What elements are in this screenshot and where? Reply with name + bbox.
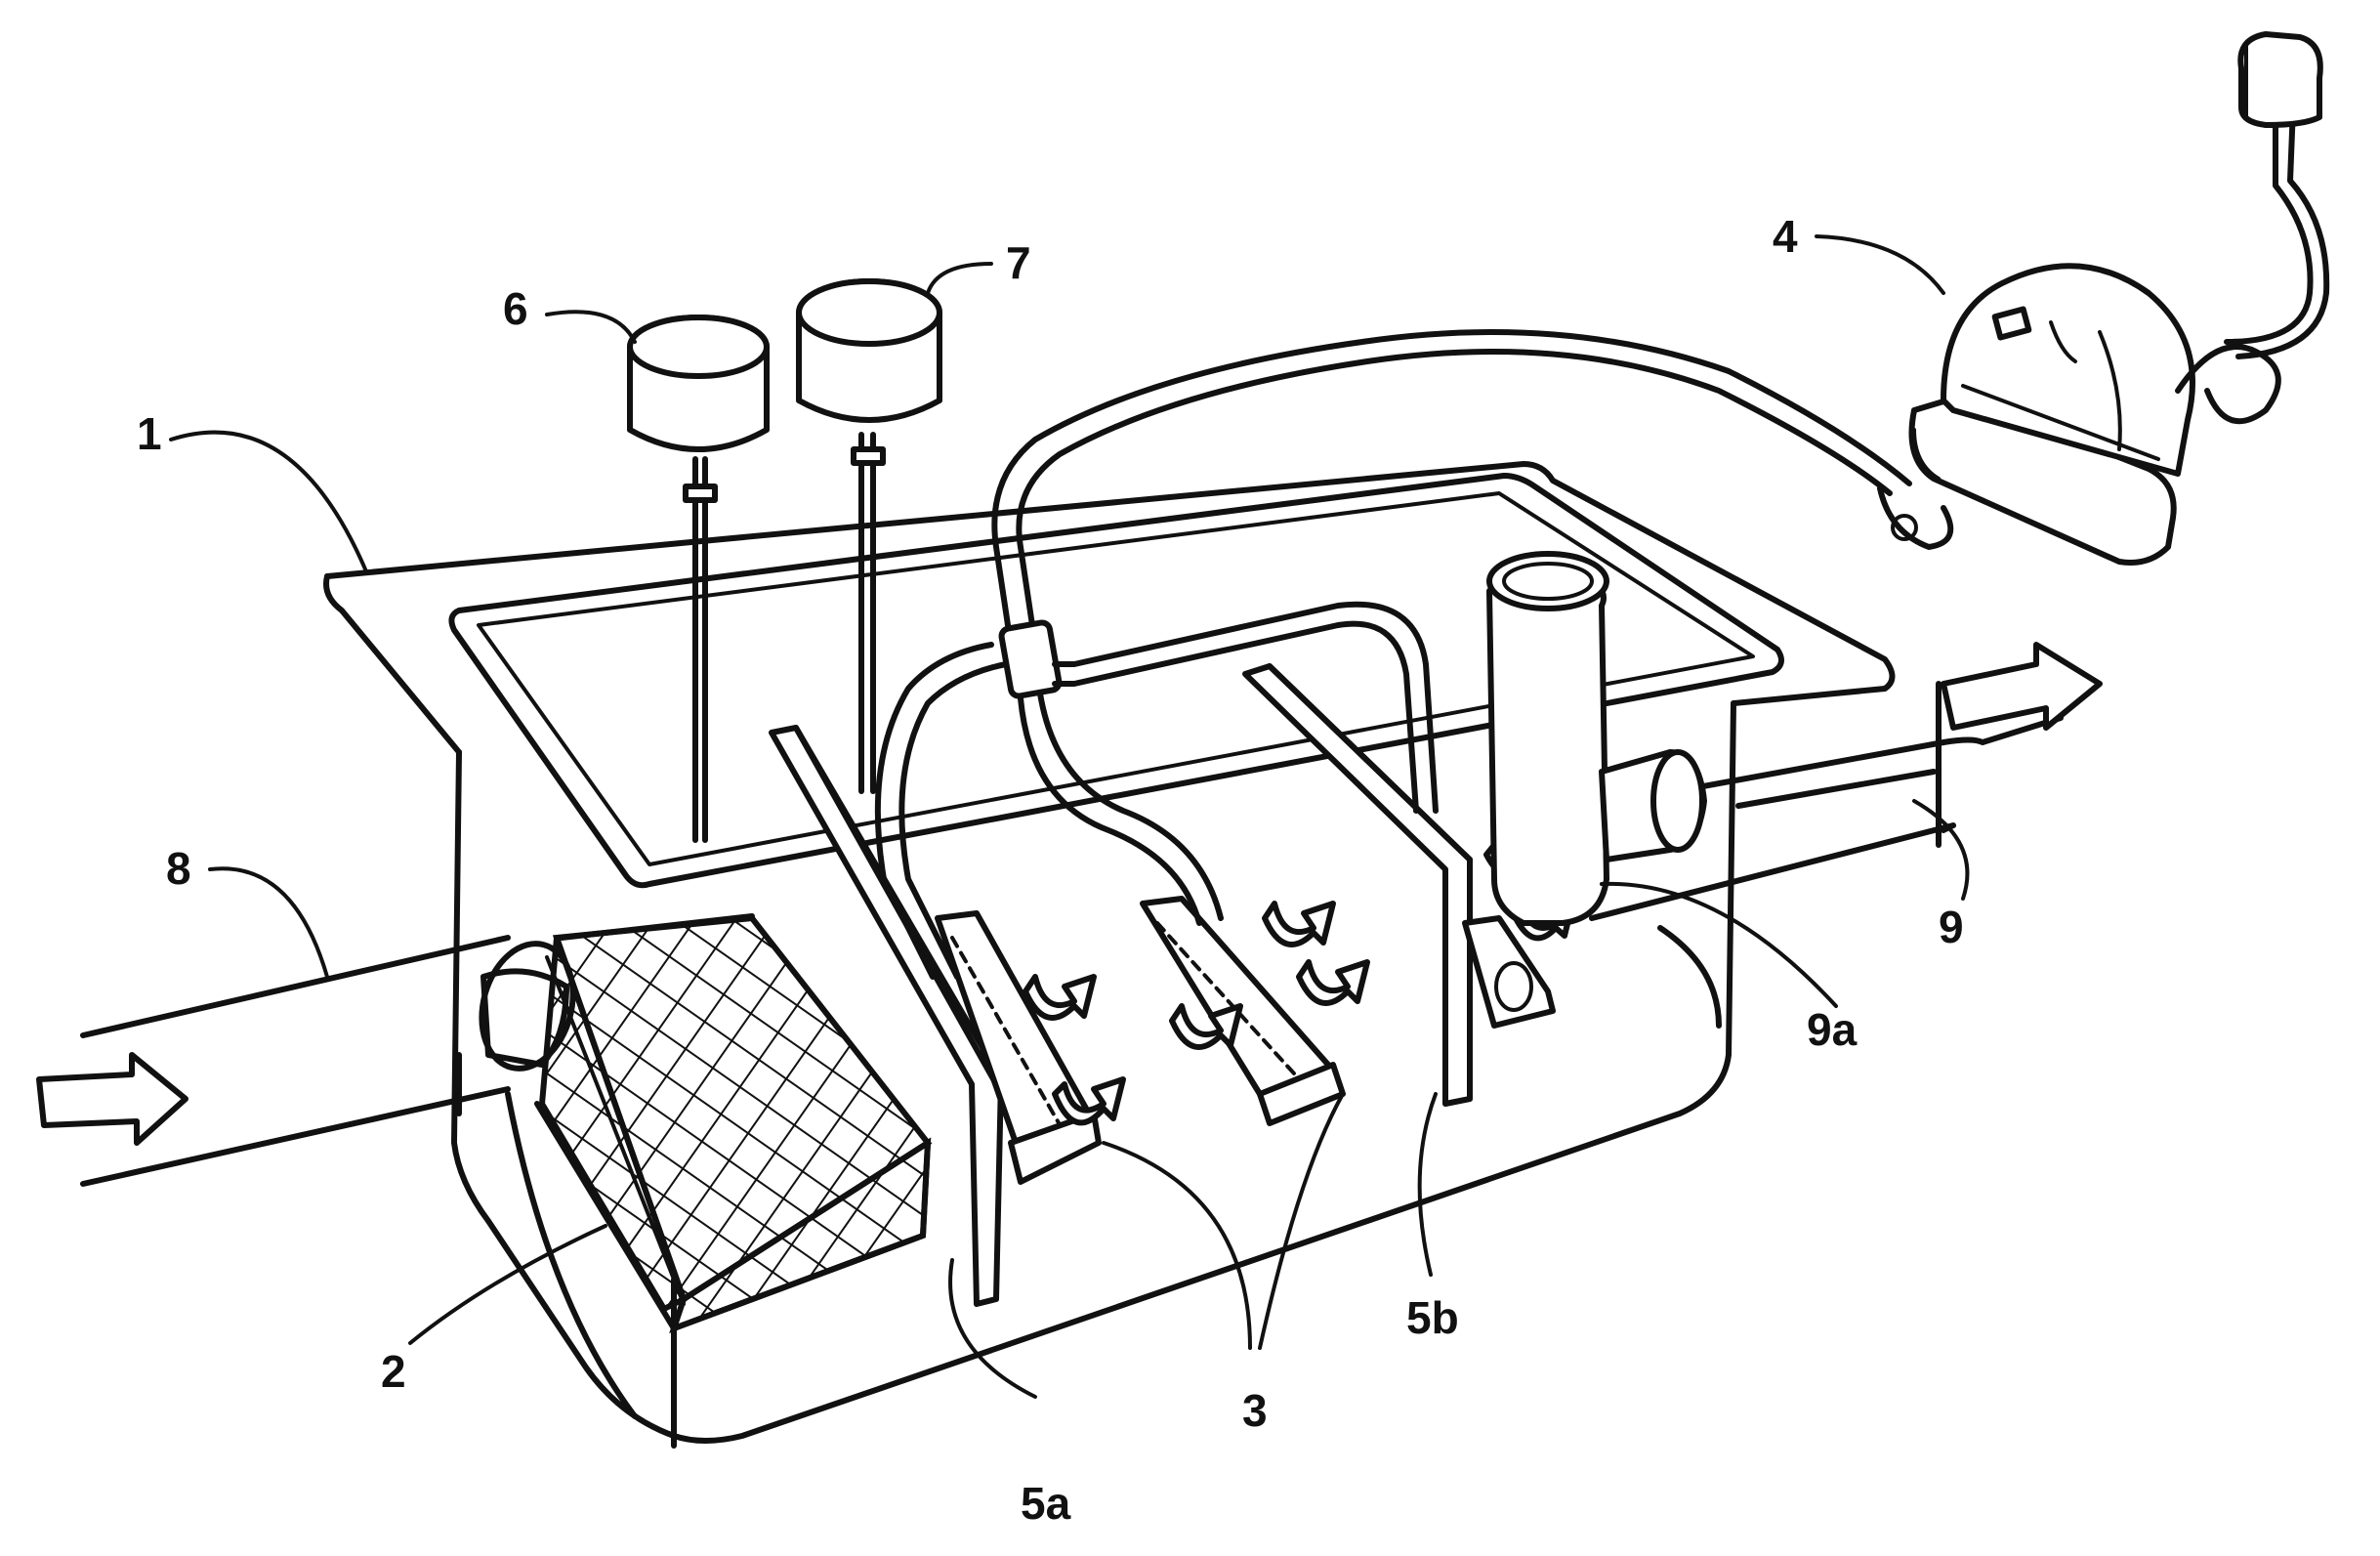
label-8: 8 (166, 843, 191, 894)
air-hose (874, 329, 1912, 980)
baffle-5b (1242, 663, 1473, 1107)
outflow-arrow-icon (1941, 642, 2103, 731)
air-blower (1877, 31, 2330, 566)
label-9: 9 (1939, 902, 1964, 952)
label-1: 1 (137, 408, 162, 459)
label-7: 7 (1006, 237, 1031, 288)
label-6: 6 (503, 283, 528, 334)
label-5b: 5b (1406, 1292, 1459, 1343)
label-3: 3 (1242, 1385, 1268, 1436)
label-5a: 5a (1021, 1478, 1071, 1529)
label-group: 1 6 7 4 8 2 5a 3 5b 9a 9 (137, 211, 1970, 1529)
tank-body (323, 461, 1896, 1449)
label-4: 4 (1773, 211, 1798, 262)
label-2: 2 (381, 1346, 406, 1397)
diffuser-left (935, 910, 1102, 1185)
outlet-pipe (1486, 551, 2064, 926)
inflow-arrow-icon (36, 1052, 188, 1146)
label-9a: 9a (1807, 1004, 1858, 1055)
strainer-basket (534, 913, 933, 1334)
diffuser-right (1462, 915, 1556, 1029)
chemical-tank-6 (627, 315, 770, 843)
chemical-tank-7 (796, 278, 942, 794)
inlet-pipe (80, 935, 576, 1187)
